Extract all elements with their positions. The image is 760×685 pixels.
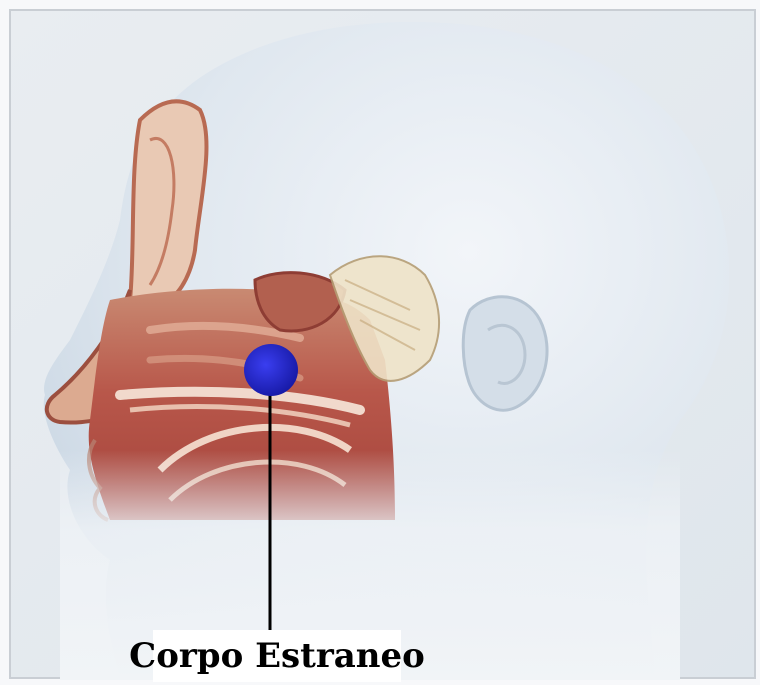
caption-box: Corpo Estraneo — [153, 630, 401, 682]
ear — [463, 297, 547, 411]
foreign-body-label: Corpo Estraneo — [129, 636, 425, 676]
foreign-body-marker — [244, 344, 298, 396]
